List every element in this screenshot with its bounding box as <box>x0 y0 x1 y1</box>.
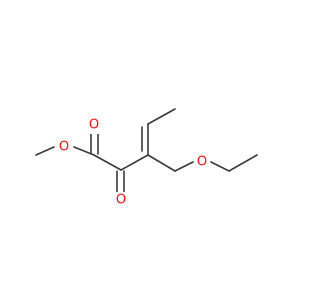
bond-alkene-ch-to-methyl <box>147 108 176 125</box>
atom-label-methoxy-o: O <box>59 140 69 155</box>
atom-ester-carbonyl-o: O <box>87 117 101 134</box>
atom-ether-o: O <box>195 154 209 171</box>
bond-ch2-to-ether-o <box>174 161 194 172</box>
structure-canvas: O O O O <box>35 108 258 209</box>
bond-ketone-c-to-alkene-c <box>120 154 149 171</box>
bond-ether-o-to-ethyl-ch2 <box>210 161 230 172</box>
atom-label-ketone-o: O <box>116 193 126 208</box>
bonds <box>35 108 258 194</box>
atom-ketone-o: O <box>114 192 128 209</box>
bond-ethyl-ch2-to-ch3 <box>228 154 258 172</box>
atom-label-ester-carbonyl-o: O <box>89 118 99 133</box>
atom-label-ether-o: O <box>197 155 207 170</box>
bond-alkene-c-to-ch2 <box>147 154 176 172</box>
atom-labels: O O O O <box>57 117 209 209</box>
bond-ester-c-to-ketone-c <box>93 154 122 171</box>
molecule-drawing: O O O O <box>35 108 258 209</box>
bond-methyl-to-methoxy-o <box>35 146 55 156</box>
atom-methoxy-o: O <box>57 139 71 156</box>
